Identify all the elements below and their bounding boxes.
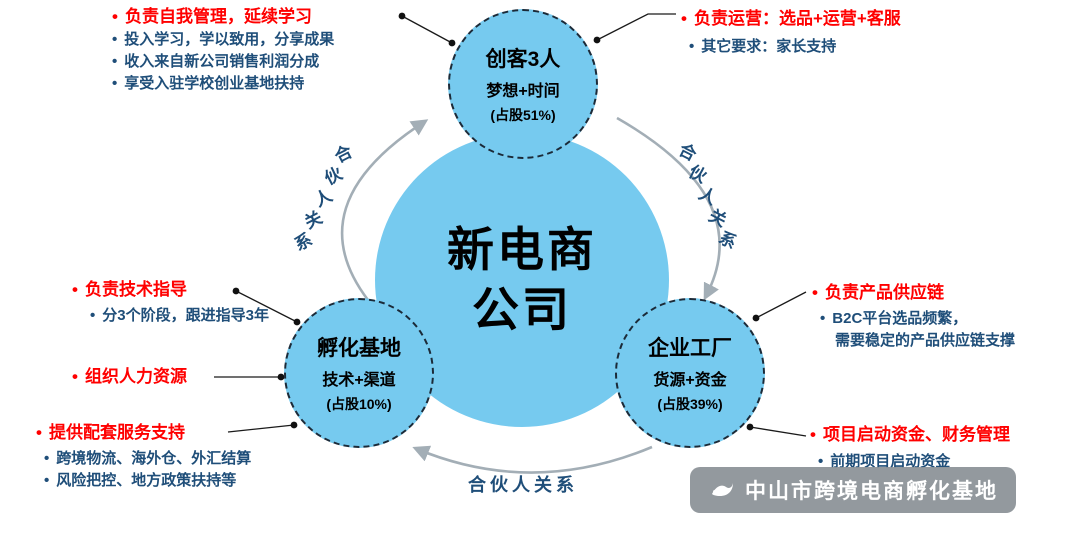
connector-factory-funds [749,426,807,437]
annotation-text: 前期项目启动资金 [830,453,951,470]
annotation-item: 提供配套服务支持 [36,420,251,445]
connector-dot [398,12,406,20]
annotation-item: 负责产品供应链 [812,280,1015,305]
annotation-text: 投入学习，学以致用，分享成果 [124,31,335,48]
annotation-item: 负责技术指导 [72,277,269,302]
annotation-item: 需要稳定的产品供应链支撑 [820,330,1015,352]
annotation-text: 负责自我管理，延续学习 [124,7,312,26]
connector-maker-left [401,15,453,44]
watermark-text: 中山市跨境电商孵化基地 [745,480,998,503]
annotation-item: 享受入驻学校创业基地扶持 [112,73,334,95]
node-title: 企业工厂 [648,337,732,360]
company-name-line1: 新电商 [447,222,597,276]
node-title: 孵化基地 [317,337,401,360]
annotation-item: 组织人力资源 [72,364,187,389]
annotation-block-maker-right: 负责运营：选品+运营+客服 其它要求：家长支持 [681,6,901,58]
connector-dot [593,36,601,44]
connector-dot [752,314,760,322]
annotation-block-maker-left: 负责自我管理，延续学习 投入学习，学以致用，分享成果 收入来自新公司销售利润分成… [112,4,334,95]
annotation-item: 风险把控、地方政策扶持等 [44,470,251,492]
annotation-block-factory-funds: 项目启动资金、财务管理 前期项目启动资金 [810,422,1010,473]
annotation-item: 项目启动资金、财务管理 [810,422,1010,447]
annotation-item: B2C平台选品频繁， [820,308,1015,330]
annotation-text: 提供配套服务支持 [48,423,185,442]
annotation-item: 收入来自新公司销售利润分成 [112,51,334,73]
company-name-line2: 公司 [472,283,572,336]
annotation-text: 需要稳定的产品供应链支撑 [835,332,1016,349]
node-maker: 创客3人 梦想+时间 (占股51%) [448,9,598,159]
annotation-text: 收入来自新公司销售利润分成 [124,53,320,70]
annotation-item: 其它要求：家长支持 [689,36,901,58]
annotation-text: 风险把控、地方政策扶持等 [56,472,237,489]
annotation-text: 负责技术指导 [84,280,187,299]
arc-maker-to-factory [616,116,721,301]
node-share: (占股51%) [490,107,556,123]
annotation-item: 分3个阶段，跟进指导3年 [90,305,269,327]
connector-dot [277,373,285,381]
annotation-item: 负责运营：选品+运营+客服 [681,6,901,31]
company-name: 新电商 公司 [447,220,597,340]
node-share: (占股10%) [326,396,392,412]
annotation-text: 分3个阶段，跟进指导3年 [102,307,269,324]
connector-dot [746,423,754,431]
annotation-item: 跨境物流、海外仓、外汇结算 [44,448,251,470]
arc-incubator-to-maker [340,119,429,301]
dove-logo-icon [708,478,736,502]
annotation-block-incubator-support: 提供配套服务支持 跨境物流、海外仓、外汇结算 风险把控、地方政策扶持等 [36,420,251,492]
watermark: 中山市跨境电商孵化基地 [690,467,1016,513]
annotation-text: B2C平台选品频繁， [832,310,968,327]
annotation-block-incubator-hr: 组织人力资源 [72,364,187,389]
node-share: (占股39%) [657,396,723,412]
annotation-text: 组织人力资源 [84,367,187,386]
node-subtitle: 货源+资金 [653,372,727,389]
annotation-item: 投入学习，学以致用，分享成果 [112,29,334,51]
annotation-block-incubator-tech: 负责技术指导 分3个阶段，跟进指导3年 [72,277,269,327]
annotation-text: 享受入驻学校创业基地扶持 [124,75,305,92]
annotation-text: 负责产品供应链 [824,283,944,302]
connector-dot [293,318,301,326]
node-subtitle: 技术+渠道 [322,372,396,389]
annotation-block-factory-supply: 负责产品供应链 B2C平台选品频繁， 需要稳定的产品供应链支撑 [812,280,1015,352]
annotation-item: 前期项目启动资金 [818,451,1010,473]
connector-dot [448,39,456,47]
node-factory: 企业工厂 货源+资金 (占股39%) [615,298,765,448]
node-subtitle: 梦想+时间 [486,83,560,100]
arc-factory-to-incubator [412,445,653,474]
relation-label-bottom: 合伙人关系 [468,475,578,495]
connector-factory-supply [755,291,807,319]
annotation-text: 跨境物流、海外仓、外汇结算 [56,450,252,467]
node-title: 创客3人 [485,48,561,71]
node-incubator: 孵化基地 技术+渠道 (占股10%) [284,298,434,448]
connector-maker-right [596,13,676,41]
annotation-text: 其它要求：家长支持 [701,38,837,55]
center-circle-company: 新电商 公司 [375,133,669,427]
annotation-text: 负责运营：选品+运营+客服 [693,9,901,28]
annotation-item: 负责自我管理，延续学习 [112,4,334,29]
annotation-text: 项目启动资金、财务管理 [822,425,1010,444]
connector-dot [290,421,298,429]
